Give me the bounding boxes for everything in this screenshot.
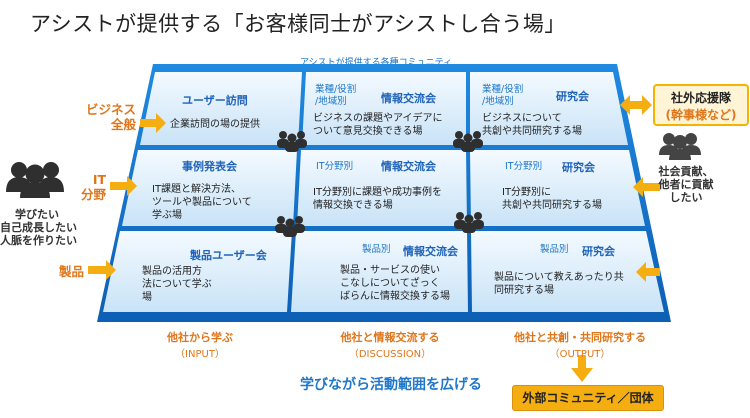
cell-tag: 製品別 [540,244,569,255]
cell-r2c2 [297,150,467,226]
contributor-text: 社会貢献、 他者に貢献 したい [658,165,714,204]
cell-r3c3 [471,231,664,312]
community-grid-cells [103,72,664,312]
cell-heading: 情報交流会 [403,245,458,258]
people-group-icon [454,212,484,233]
cell-r3c1 [103,231,292,312]
double-arrow-icon [620,95,652,115]
footer-message: 学びながら活動範囲を広げる [300,377,482,393]
cell-tag: 業種/役割 /地域別 [315,84,357,107]
cell-r3c2 [291,231,468,312]
support-box-subtitle: (幹事様など) [665,108,737,122]
arrow-contributor-icon [633,177,660,197]
cell-r1c1 [140,72,302,145]
cell-heading: 製品ユーザー会 [190,249,267,262]
cell-tag: 製品別 [362,244,391,255]
cell-description: 製品について教えあったり共 同研究する場 [494,272,624,296]
column-sub-discussion: （DISCUSSION） [348,349,432,360]
column-label-output: 他社と共創・共同研究する [514,331,646,344]
arrow-business-icon [140,113,166,133]
column-sub-output: （OUTPUT） [549,349,611,360]
cell-description: ビジネスの課題やアイデアに ついて意見交換できる場 [313,113,443,137]
cell-heading: 研究会 [582,245,615,258]
cell-tag: IT分野別 [505,161,543,172]
column-label-input: 他社から学ぶ [167,331,233,344]
people-group-icon [453,131,483,152]
cell-r2c3 [470,150,645,226]
cell-r1c3 [470,72,628,145]
people-group-icon [277,131,307,152]
cell-heading: 情報交流会 [381,160,436,173]
cell-heading: 事例発表会 [182,160,237,173]
cell-tag: 業種/役割 /地域別 [482,84,524,107]
cell-r2c1 [122,150,297,226]
cell-description: 製品・サービスの使い こなしについてざっく ばらんに情報交換する場 [340,265,450,302]
support-box-title: 社外応援隊 [670,91,731,105]
cell-heading: 情報交流会 [381,92,436,105]
column-sub-input: （INPUT） [175,349,225,360]
cell-heading: ユーザー訪問 [182,94,248,107]
people-group-icon [275,216,305,237]
arrow-product-icon [88,260,116,280]
cell-tag: IT分野別 [316,161,354,172]
cell-description: 製品の活用方 法について学ぶ 場 [142,266,212,303]
cell-description: IT課題と解決方法、 ツールや製品について 学ぶ場 [152,184,252,221]
external-supporters-box: 社外応援隊 (幹事様など) [653,84,749,126]
grid-caption: アシストが提供する各種コミュニティ [300,58,453,68]
row-label-it: IT 分野 [80,172,106,202]
arrow-down-external-icon [571,355,593,382]
external-community-box: 外部コミュニティ／団体 [512,385,664,411]
cell-description: 企業訪問の場の提供 [170,119,260,130]
learner-text: 学びたい 自己成長したい 人脈を作りたい [0,208,77,247]
page-title: アシストが提供する「お客様同士がアシストし合う場」 [30,12,566,36]
cell-description: ビジネスについて 共創や共同研究する場 [482,113,582,137]
column-label-discussion: 他社と情報交流する [340,331,440,344]
cell-description: IT分野別に課題や成功事例を 情報交換できる場 [313,187,443,211]
arrow-it-icon [110,176,137,196]
cell-r1c2 [302,72,466,145]
cell-heading: 研究会 [556,90,589,103]
arrow-product-right-icon [636,262,660,282]
row-label-business: ビジネス 全般 [85,102,136,132]
cell-description: IT分野別に 共創や共同研究する場 [502,187,602,211]
learner-group-icon [6,162,64,198]
row-label-product: 製品 [58,264,84,279]
contributor-group-icon [659,133,701,160]
cell-heading: 研究会 [562,161,595,174]
